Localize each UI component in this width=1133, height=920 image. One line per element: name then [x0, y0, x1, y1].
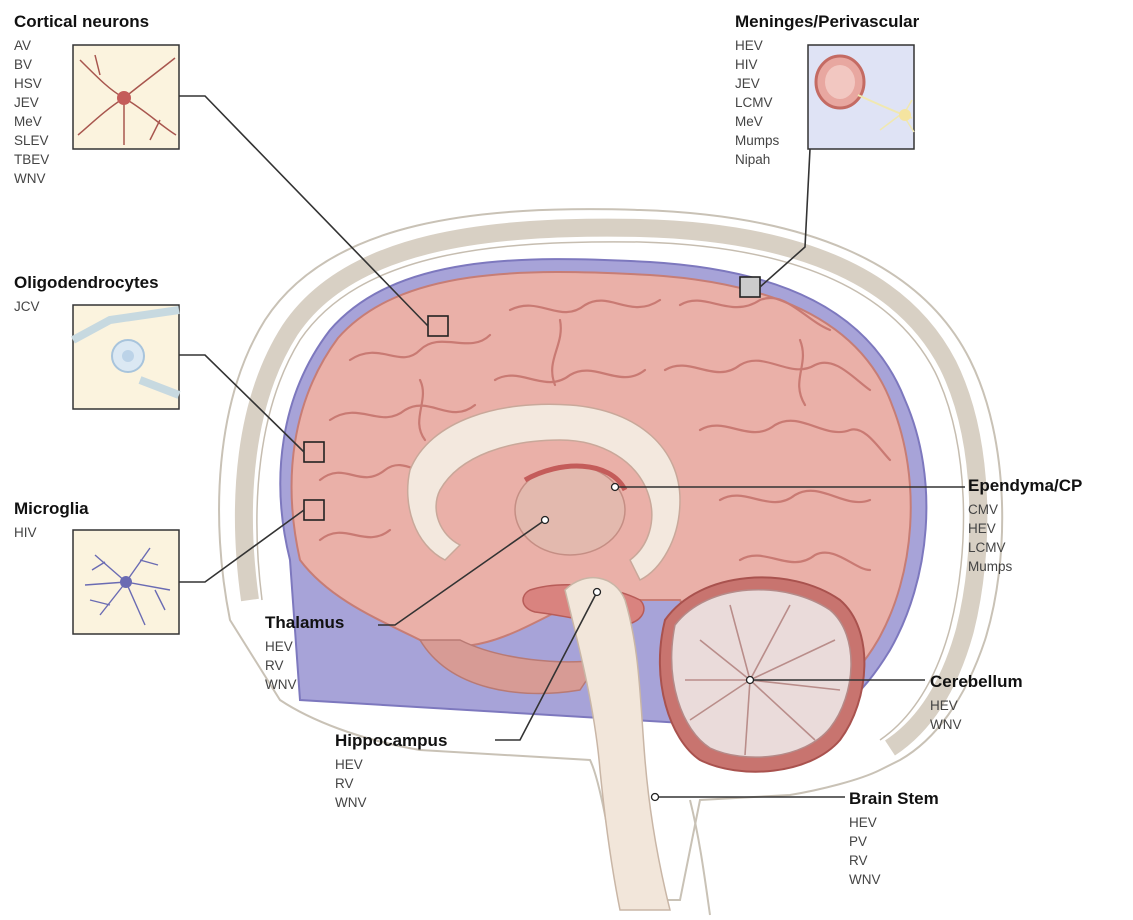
inset-microglia — [73, 530, 179, 634]
virus-item: Mumps — [968, 557, 1082, 576]
virus-item: LCMV — [735, 93, 919, 112]
virus-item: WNV — [930, 715, 1023, 734]
cerebellum-inner — [672, 590, 851, 757]
label-title: Oligodendrocytes — [14, 273, 159, 293]
virus-item: JCV — [14, 297, 159, 316]
virus-item: JEV — [14, 93, 149, 112]
label-title: Cerebellum — [930, 672, 1023, 692]
virus-item: RV — [335, 774, 447, 793]
virus-list: HIV — [14, 523, 89, 542]
label-oligodendrocytes: Oligodendrocytes JCV — [14, 273, 159, 316]
virus-item: RV — [265, 656, 344, 675]
virus-item: SLEV — [14, 131, 149, 150]
virus-item: HEV — [265, 637, 344, 656]
virus-item: RV — [849, 851, 939, 870]
virus-item: HEV — [849, 813, 939, 832]
virus-item: WNV — [265, 675, 344, 694]
marker-meninges — [740, 277, 760, 297]
virus-item: Mumps — [735, 131, 919, 150]
label-title: Ependyma/CP — [968, 476, 1082, 496]
virus-item: HIV — [14, 523, 89, 542]
label-title: Cortical neurons — [14, 12, 149, 32]
inset-oligodendrocytes — [73, 305, 179, 409]
virus-item: HIV — [735, 55, 919, 74]
virus-item: BV — [14, 55, 149, 74]
virus-item: PV — [849, 832, 939, 851]
virus-item: WNV — [849, 870, 939, 889]
label-title: Thalamus — [265, 613, 344, 633]
virus-item: Nipah — [735, 150, 919, 169]
label-title: Hippocampus — [335, 731, 447, 751]
label-microglia: Microglia HIV — [14, 499, 89, 542]
virus-item: MeV — [735, 112, 919, 131]
virus-list: JCV — [14, 297, 159, 316]
virus-item: MeV — [14, 112, 149, 131]
virus-item: AV — [14, 36, 149, 55]
virus-item: CMV — [968, 500, 1082, 519]
virus-item: WNV — [14, 169, 149, 188]
virus-item: TBEV — [14, 150, 149, 169]
virus-item: JEV — [735, 74, 919, 93]
virus-item: HSV — [14, 74, 149, 93]
label-title: Microglia — [14, 499, 89, 519]
virus-item: HEV — [968, 519, 1082, 538]
virus-item: HEV — [735, 36, 919, 55]
virus-item: HEV — [930, 696, 1023, 715]
virus-item: LCMV — [968, 538, 1082, 557]
virus-item: HEV — [335, 755, 447, 774]
label-title: Meninges/Perivascular — [735, 12, 919, 32]
label-title: Brain Stem — [849, 789, 939, 809]
neck-outline — [690, 800, 710, 915]
virus-item: WNV — [335, 793, 447, 812]
